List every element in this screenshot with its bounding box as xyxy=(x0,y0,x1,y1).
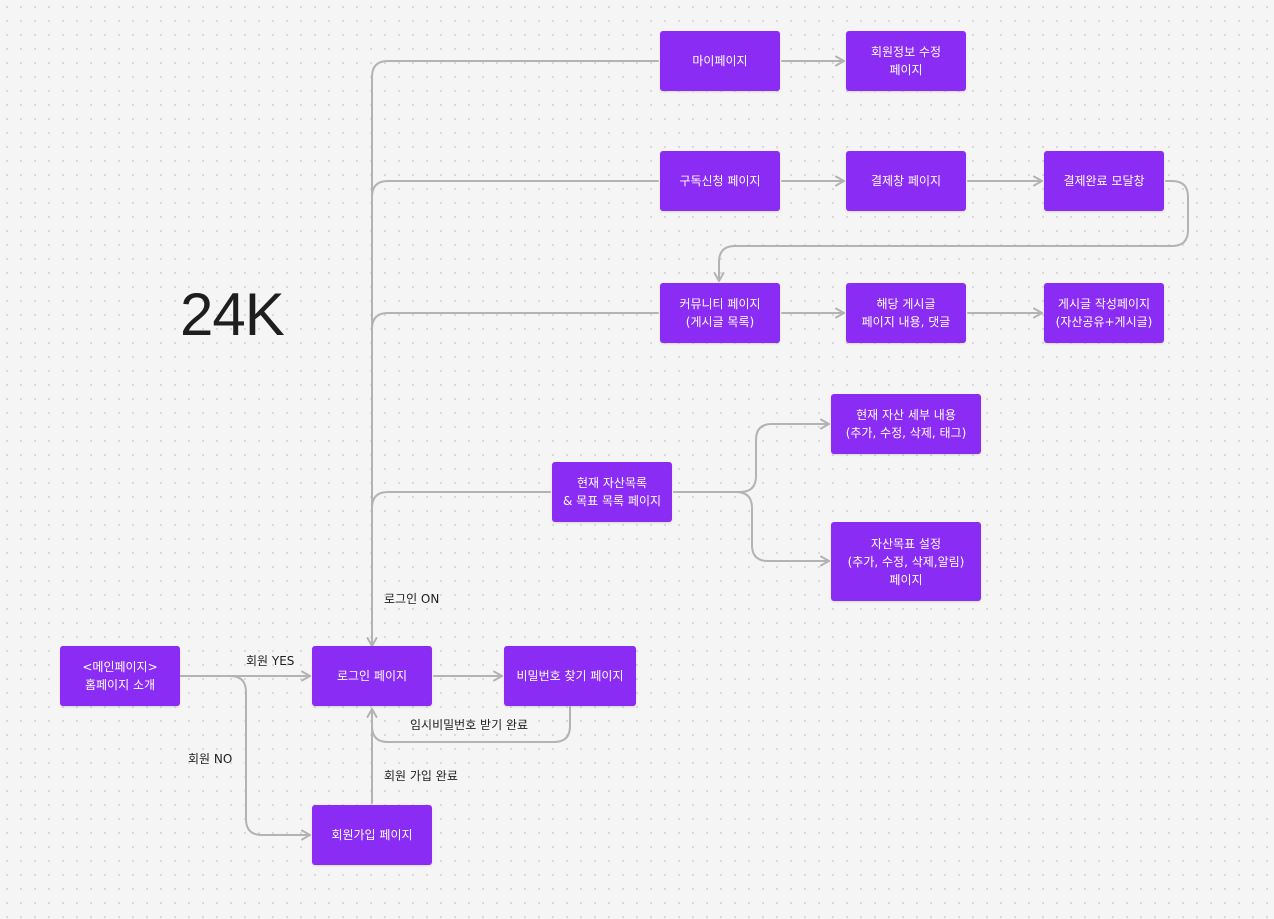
node-label-line: 페이지 xyxy=(889,572,923,587)
node-label-line: (추가, 수정, 삭제,알림) xyxy=(847,554,965,569)
node-label: 현재 자산목록 & 목표 목록 페이지 xyxy=(563,474,661,510)
node-label-line: 현재 자산목록 xyxy=(576,476,648,490)
edge-trunk-to-asset-list xyxy=(371,491,551,509)
node-label-line: 페이지 xyxy=(889,63,923,77)
node-label: 구독신청 페이지 xyxy=(679,172,760,190)
node-label-line: 페이지 내용, 댓글 xyxy=(861,315,951,329)
node-label: 게시글 작성페이지 (자산공유+게시글) xyxy=(1056,295,1153,331)
node-asset-detail[interactable]: 현재 자산 세부 내용 (추가, 수정, 삭제, 태그) xyxy=(831,394,981,454)
node-label: 결제창 페이지 xyxy=(871,172,941,190)
node-label-line: 결제완료 모달창 xyxy=(1063,174,1145,188)
node-community-page[interactable]: 커뮤니티 페이지 (게시글 목록) xyxy=(660,283,780,343)
node-label: 현재 자산 세부 내용 (추가, 수정, 삭제, 태그) xyxy=(846,406,967,442)
node-label-line: & 목표 목록 페이지 xyxy=(562,494,662,508)
node-payment-complete-modal[interactable]: 결제완료 모달창 xyxy=(1044,151,1164,211)
node-label: 결제완료 모달창 xyxy=(1063,172,1144,190)
edge-complete-to-community xyxy=(713,180,1189,282)
node-main-page[interactable]: <메인페이지> 홈페이지 소개 xyxy=(60,646,180,706)
node-label-line: (추가, 수정, 삭제, 태그) xyxy=(845,426,967,440)
node-label: 커뮤니티 페이지 (게시글 목록) xyxy=(679,295,760,331)
edge-label-login-on: 로그인 ON xyxy=(384,592,440,606)
node-find-password-page[interactable]: 비밀번호 찾기 페이지 xyxy=(504,646,636,706)
node-label-line: (게시글 목록) xyxy=(685,315,755,329)
node-label-line: 결제창 페이지 xyxy=(870,174,942,188)
node-label-line: 게시글 작성페이지 xyxy=(1057,297,1151,311)
node-payment-page[interactable]: 결제창 페이지 xyxy=(846,151,966,211)
edge-find-password-to-login xyxy=(371,706,571,743)
node-label: 회원가입 페이지 xyxy=(331,826,412,844)
edge-asset-list-to-detail xyxy=(673,418,830,493)
node-label-line: 해당 게시글 xyxy=(876,297,936,311)
node-label-line: (자산공유+게시글) xyxy=(1055,315,1153,329)
node-label-line: 홈페이지 소개 xyxy=(84,678,156,692)
node-subscription-page[interactable]: 구독신청 페이지 xyxy=(660,151,780,211)
edge-main-to-signup xyxy=(180,675,311,841)
node-label-line: 회원정보 수정 xyxy=(870,45,942,59)
node-label: 자산목표 설정 (추가, 수정, 삭제,알림) 페이지 xyxy=(848,535,965,589)
node-label-line: 비밀번호 찾기 페이지 xyxy=(516,669,624,683)
node-asset-goal-setting-page[interactable]: 자산목표 설정 (추가, 수정, 삭제,알림) 페이지 xyxy=(831,522,981,601)
edge-label-member-no: 회원 NO xyxy=(188,752,233,766)
node-label-line: 마이페이지 xyxy=(692,54,748,68)
node-label: 비밀번호 찾기 페이지 xyxy=(517,667,624,685)
edge-label-temp-password-received: 임시비밀번호 받기 완료 xyxy=(410,718,529,732)
node-label: 마이페이지 xyxy=(692,52,747,70)
node-label-line: 회원가입 페이지 xyxy=(331,828,413,842)
diagram-title: 24K xyxy=(180,281,285,348)
edge-label-signup-complete: 회원 가입 완료 xyxy=(384,769,458,783)
node-label-line: 자산목표 설정 xyxy=(870,536,942,551)
edge-asset-list-to-goal-setting xyxy=(673,491,830,567)
node-label-line: 현재 자산 세부 내용 xyxy=(856,408,956,422)
node-label-line: 로그인 페이지 xyxy=(336,669,408,683)
edge-label-member-yes: 회원 YES xyxy=(246,654,295,668)
edge-login-trunk xyxy=(371,60,659,646)
node-label: <메인페이지> 홈페이지 소개 xyxy=(82,658,157,694)
node-label-line: <메인페이지> xyxy=(82,660,158,674)
node-signup-page[interactable]: 회원가입 페이지 xyxy=(312,805,432,865)
node-post-write-page[interactable]: 게시글 작성페이지 (자산공유+게시글) xyxy=(1044,283,1164,343)
edge-trunk-to-community xyxy=(371,312,659,330)
node-label: 로그인 페이지 xyxy=(337,667,407,685)
edge-trunk-to-subscription xyxy=(371,180,659,198)
node-login-page[interactable]: 로그인 페이지 xyxy=(312,646,432,706)
node-asset-goal-list-page[interactable]: 현재 자산목록 & 목표 목록 페이지 xyxy=(552,462,672,522)
node-my-page[interactable]: 마이페이지 xyxy=(660,31,780,91)
node-label-line: 구독신청 페이지 xyxy=(679,174,761,188)
node-label-line: 커뮤니티 페이지 xyxy=(679,297,761,311)
